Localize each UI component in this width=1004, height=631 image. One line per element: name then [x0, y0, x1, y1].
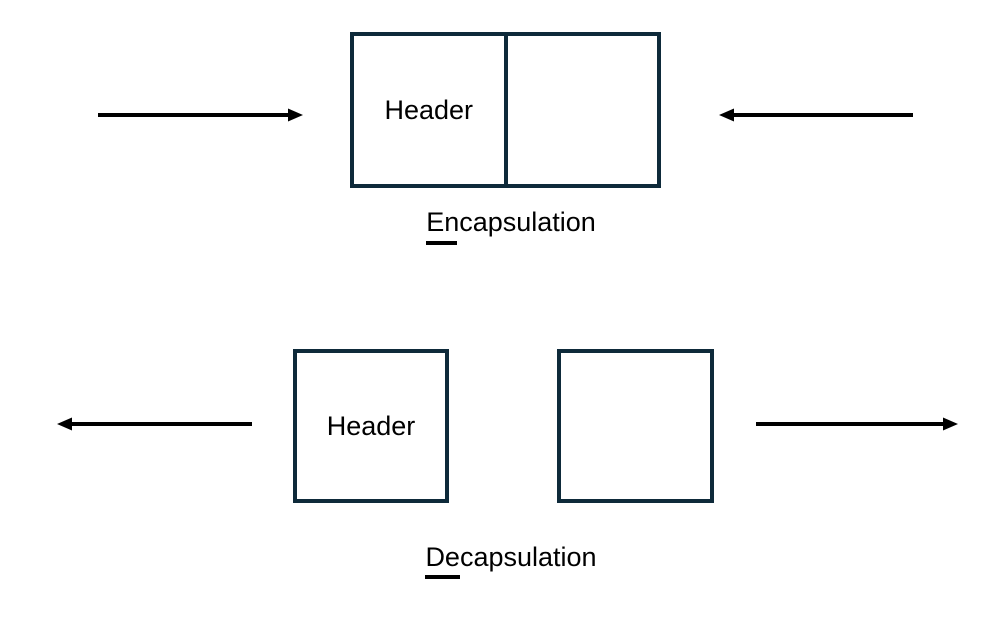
encapsulation-arrow-inbound-right — [719, 108, 913, 122]
encapsulation-header-cell: Header — [354, 36, 508, 184]
encapsulation-arrow-inbound-left — [98, 108, 303, 122]
decapsulation-header-label: Header — [326, 410, 416, 441]
encapsulation-label-underline — [426, 241, 457, 245]
encapsulation-header-label: Header — [384, 94, 474, 125]
encapsulation-payload-cell — [508, 36, 658, 184]
decapsulation-arrow-outbound-left — [57, 417, 252, 431]
decapsulation-arrow-outbound-right — [756, 417, 958, 431]
decapsulation-payload-box — [557, 349, 714, 503]
decapsulation-label: Decapsulation — [425, 542, 597, 572]
decapsulation-label-underline — [425, 575, 460, 579]
encapsulation-packet-box: Header — [350, 32, 661, 188]
encapsulation-label: Encapsulation — [426, 207, 596, 237]
decapsulation-header-box: Header — [293, 349, 449, 503]
